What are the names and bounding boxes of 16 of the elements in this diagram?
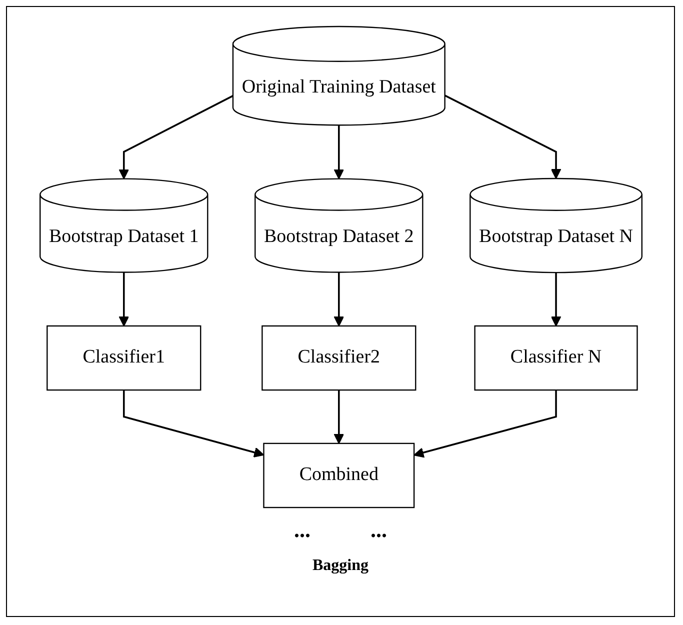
arrow — [118, 272, 129, 326]
arrow — [333, 125, 344, 180]
arrow — [333, 272, 344, 326]
arrow — [122, 390, 264, 458]
node-box: Classifier1 — [46, 325, 201, 391]
caption: Bagging — [312, 557, 368, 575]
arrow — [333, 390, 344, 444]
arrow — [550, 272, 561, 326]
arrow — [118, 95, 233, 180]
arrow — [413, 390, 556, 458]
node-box: Classifier N — [474, 325, 638, 391]
ellipsis-text: ... — [370, 517, 387, 543]
ellipsis-text: ... — [294, 517, 310, 543]
node-box: Combined — [262, 442, 414, 508]
node-box: Classifier2 — [261, 325, 416, 391]
arrow — [444, 94, 561, 179]
